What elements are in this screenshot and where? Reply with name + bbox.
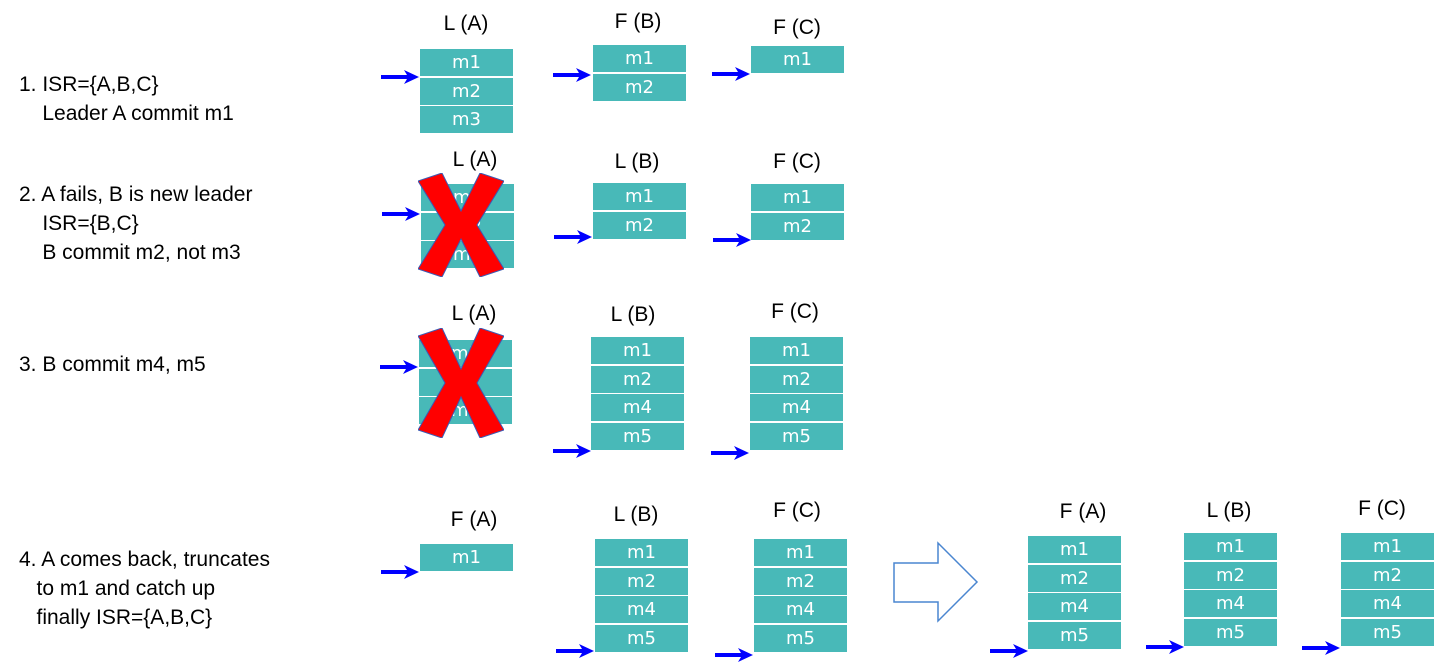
replica-label: F (A) — [450, 508, 498, 531]
commit-pointer-arrow-icon — [712, 67, 750, 81]
log-entry: m5 — [1341, 619, 1434, 646]
replica-label: L (B) — [614, 150, 660, 173]
log-entry: m3 — [420, 106, 513, 133]
log-entry: m2 — [593, 212, 686, 239]
replica-label: F (C) — [1358, 497, 1406, 520]
log-entry: m4 — [754, 596, 847, 623]
replica-label: L (B) — [1206, 499, 1252, 522]
log-entry: m5 — [1028, 622, 1121, 649]
replica-label: F (A) — [1059, 500, 1107, 523]
log-entry: m1 — [420, 49, 513, 76]
log-entry: m1 — [591, 337, 684, 364]
log-entry: m2 — [754, 568, 847, 595]
log-entry: m5 — [595, 625, 688, 652]
commit-pointer-arrow-icon — [990, 644, 1028, 658]
log-entry: m4 — [1184, 590, 1277, 617]
replica-label: F (C) — [773, 150, 821, 173]
log-entry: m4 — [595, 596, 688, 623]
log-entry: m2 — [751, 213, 844, 240]
log-entry: m1 — [1341, 533, 1434, 560]
log-entry: m2 — [1028, 565, 1121, 592]
commit-pointer-arrow-icon — [381, 70, 419, 84]
replica-label: L (A) — [443, 12, 489, 35]
commit-pointer-arrow-icon — [711, 446, 749, 460]
log-entry: m2 — [1341, 562, 1434, 589]
log-entry: m2 — [595, 568, 688, 595]
log-entry: m4 — [1341, 590, 1434, 617]
replica-label: L (B) — [610, 303, 656, 326]
replica-label: L (A) — [451, 302, 497, 325]
log-entry: m1 — [750, 337, 843, 364]
log-entry: m5 — [754, 625, 847, 652]
log-entry: m2 — [420, 78, 513, 105]
log-entry: m4 — [591, 394, 684, 421]
commit-pointer-arrow-icon — [553, 444, 591, 458]
failed-x-icon — [417, 172, 505, 282]
log-entry: m5 — [750, 423, 843, 450]
replica-label: L (A) — [452, 148, 498, 171]
step-3-description: 3. B commit m4, m5 — [19, 353, 206, 376]
log-entry: m1 — [751, 46, 844, 73]
commit-pointer-arrow-icon — [556, 644, 594, 658]
log-entry: m1 — [1028, 536, 1121, 563]
log-entry: m4 — [750, 394, 843, 421]
commit-pointer-arrow-icon — [1302, 641, 1340, 655]
replica-label: F (C) — [771, 300, 819, 323]
log-entry: m1 — [420, 544, 513, 571]
commit-pointer-arrow-icon — [381, 565, 419, 579]
replica-label: L (B) — [613, 503, 659, 526]
log-entry: m5 — [591, 423, 684, 450]
step-1-description: 1. ISR={A,B,C} Leader A commit m1 — [19, 73, 234, 125]
log-entry: m2 — [750, 366, 843, 393]
step-4-description: 4. A comes back, truncates to m1 and cat… — [19, 548, 270, 629]
replica-label: F (C) — [773, 499, 821, 522]
commit-pointer-arrow-icon — [713, 233, 751, 247]
log-entry: m1 — [1184, 533, 1277, 560]
log-entry: m4 — [1028, 593, 1121, 620]
commit-pointer-arrow-icon — [554, 230, 592, 244]
log-entry: m1 — [751, 184, 844, 211]
log-entry: m1 — [754, 539, 847, 566]
commit-pointer-arrow-icon — [382, 207, 420, 221]
commit-pointer-arrow-icon — [380, 360, 418, 374]
replica-label: F (B) — [614, 10, 662, 33]
step-2-description: 2. A fails, B is new leader ISR={B,C} B … — [19, 183, 253, 264]
commit-pointer-arrow-icon — [553, 68, 591, 82]
block-right-arrow-icon — [893, 541, 979, 623]
commit-pointer-arrow-icon — [1146, 640, 1184, 654]
log-entry: m2 — [593, 74, 686, 101]
log-entry: m1 — [593, 183, 686, 210]
log-entry: m2 — [1184, 562, 1277, 589]
log-entry: m1 — [595, 539, 688, 566]
log-entry: m5 — [1184, 619, 1277, 646]
commit-pointer-arrow-icon — [715, 648, 753, 662]
replica-label: F (C) — [773, 16, 821, 39]
log-entry: m2 — [591, 366, 684, 393]
log-entry: m1 — [593, 45, 686, 72]
failed-x-icon — [417, 327, 505, 443]
